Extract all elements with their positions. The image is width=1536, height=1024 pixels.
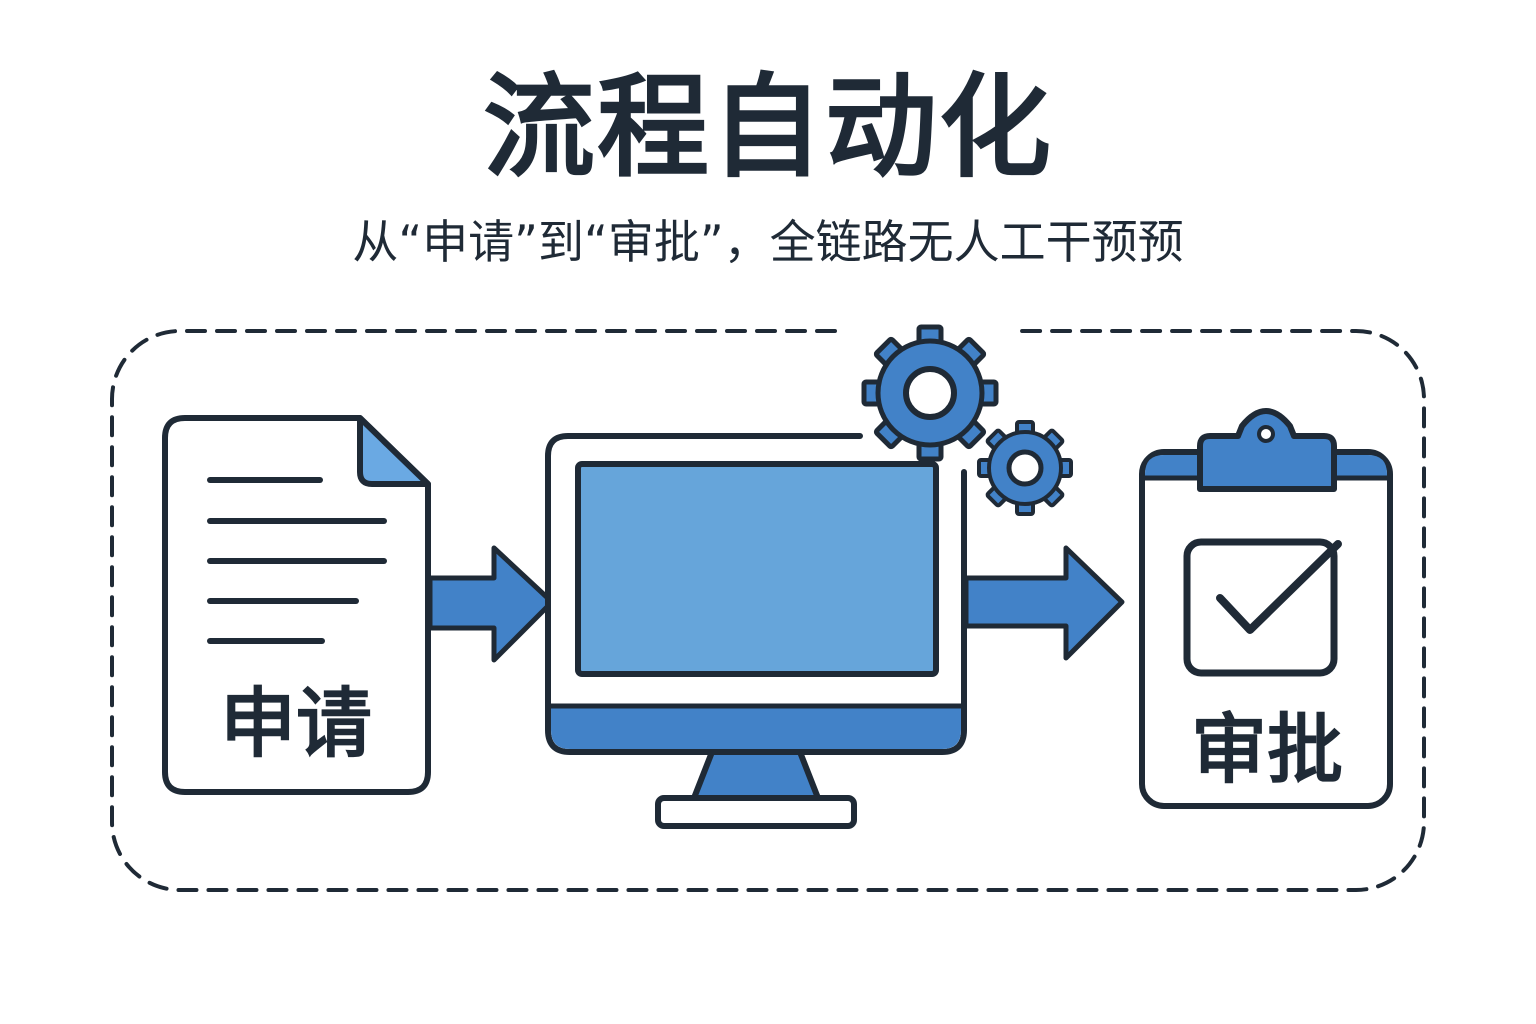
document-text-lines bbox=[207, 477, 387, 644]
checkbox bbox=[1183, 538, 1338, 677]
clipboard-clip bbox=[1197, 408, 1337, 492]
document-icon: 申请 bbox=[162, 415, 431, 795]
document-corner-fold bbox=[357, 415, 431, 487]
computer-monitor-icon bbox=[545, 433, 967, 829]
checkmark-icon bbox=[1216, 540, 1342, 634]
arrow-right-icon bbox=[427, 545, 555, 663]
monitor-stand-neck bbox=[691, 749, 821, 801]
arrow-right-icon bbox=[963, 545, 1125, 661]
dashed-container-frame bbox=[110, 329, 1426, 892]
gear-icon bbox=[861, 324, 999, 462]
monitor-screen bbox=[575, 461, 939, 677]
document-body bbox=[162, 415, 431, 795]
clipboard-clip-hole bbox=[1257, 425, 1275, 443]
page-title: 流程自动化 bbox=[483, 63, 1053, 193]
approval-label: 审批 bbox=[1191, 705, 1343, 794]
monitor-stand-base bbox=[655, 795, 857, 829]
application-label: 申请 bbox=[220, 679, 372, 768]
page-subtitle: 从“申请”到“审批”，全链路无人工干预预 bbox=[352, 215, 1184, 269]
gear-icon bbox=[977, 420, 1073, 516]
clipboard-checkmark-icon: 审批 bbox=[1139, 408, 1393, 809]
monitor-chin bbox=[551, 706, 961, 749]
